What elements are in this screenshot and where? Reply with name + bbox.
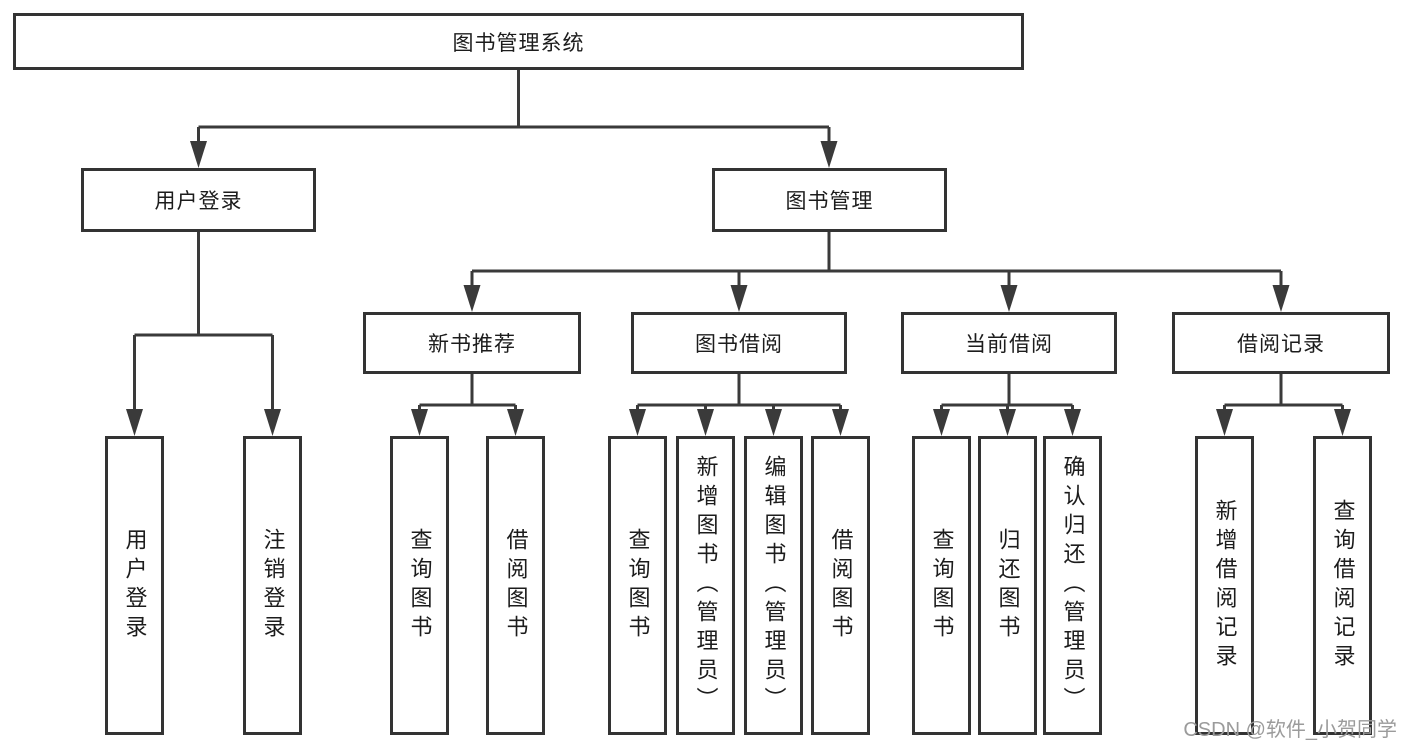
node-new-book-recommend: 新书推荐 — [363, 312, 581, 374]
connector-borrow-records-children — [1216, 374, 1351, 436]
leaf-query-books-borrow: 查询图书 — [608, 436, 667, 735]
csdn-watermark: CSDN @软件_小贺同学 — [1183, 719, 1397, 741]
node-book-borrow: 图书借阅 — [631, 312, 847, 374]
leaf-query-books-current: 查询图书 — [912, 436, 971, 735]
leaf-confirm-return-admin: 确认归还（管理员） — [1043, 436, 1102, 735]
leaf-borrow-books-recommend: 借阅图书 — [486, 436, 545, 735]
node-borrow-records: 借阅记录 — [1172, 312, 1390, 374]
leaf-return-book: 归还图书 — [978, 436, 1037, 735]
leaf-logout: 注销登录 — [243, 436, 302, 735]
leaf-edit-book-admin: 编辑图书（管理员） — [744, 436, 803, 735]
node-current-borrow: 当前借阅 — [901, 312, 1117, 374]
node-user-login: 用户登录 — [81, 168, 316, 232]
leaf-add-book-admin: 新增图书（管理员） — [676, 436, 735, 735]
node-library-management-system: 图书管理系统 — [13, 13, 1024, 70]
leaf-query-books-recommend: 查询图书 — [390, 436, 449, 735]
leaf-add-borrow-record: 新增借阅记录 — [1195, 436, 1254, 735]
leaf-query-borrow-record: 查询借阅记录 — [1313, 436, 1372, 735]
connector-current-borrow-children — [933, 374, 1081, 436]
node-book-management: 图书管理 — [712, 168, 947, 232]
connector-book-management-children — [463, 232, 1290, 312]
connector-new-book-recommend-children — [411, 374, 524, 436]
connector-user-login-children — [126, 232, 281, 436]
connector-root-to-level2 — [190, 69, 838, 168]
leaf-borrow-books: 借阅图书 — [811, 436, 870, 735]
connector-book-borrow-children — [629, 374, 849, 436]
leaf-user-login: 用户登录 — [105, 436, 164, 735]
